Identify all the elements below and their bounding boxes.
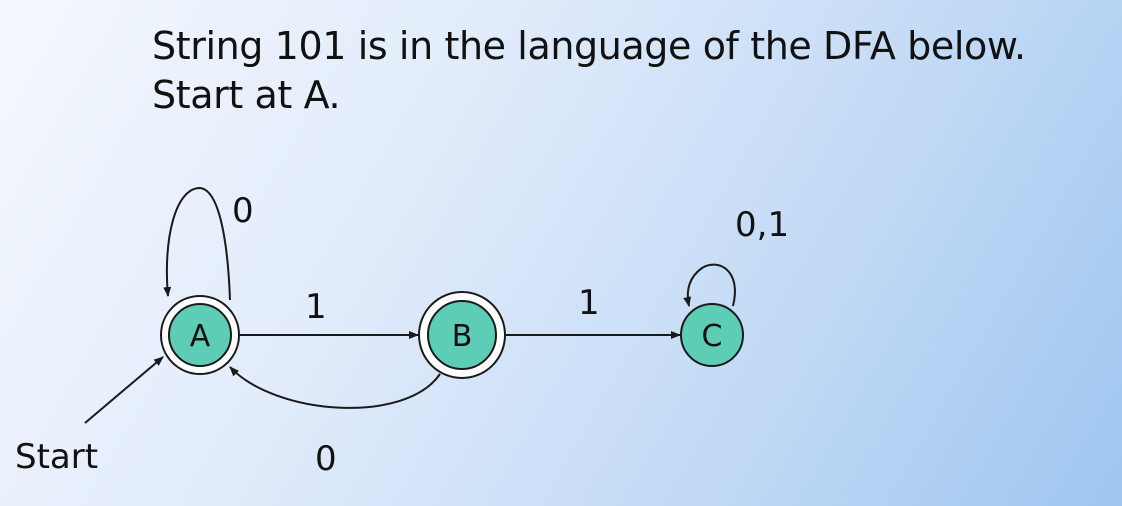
state-a-circle — [168, 303, 232, 367]
start-arrow — [84, 356, 164, 424]
state-c-label: C — [702, 319, 723, 354]
transition-a-self-label: 0 — [232, 191, 254, 231]
state-b-label: B — [452, 319, 473, 354]
start-label: Start — [15, 437, 98, 477]
transition-c-self-loop — [683, 263, 736, 307]
slide-title-line-1: String 101 is in the language of the DFA… — [152, 24, 1026, 68]
transition-c-self-label: 0,1 — [735, 205, 789, 245]
transition-a-self-loop — [163, 186, 231, 301]
transition-a-to-b-label: 1 — [305, 287, 327, 327]
state-c-circle — [680, 303, 744, 367]
state-b-circle — [427, 300, 497, 370]
state-b: B — [418, 291, 506, 379]
transition-b-to-a — [229, 366, 441, 409]
slide-text: String 101 is in the language of the DFA… — [152, 22, 1026, 120]
state-c: C — [680, 303, 744, 367]
state-a: A — [160, 295, 240, 375]
transition-b-to-c-label: 1 — [578, 283, 600, 323]
state-a-label: A — [190, 319, 211, 354]
slide-title-line-2: Start at A. — [152, 73, 341, 117]
transition-b-to-a-label: 0 — [315, 439, 337, 479]
